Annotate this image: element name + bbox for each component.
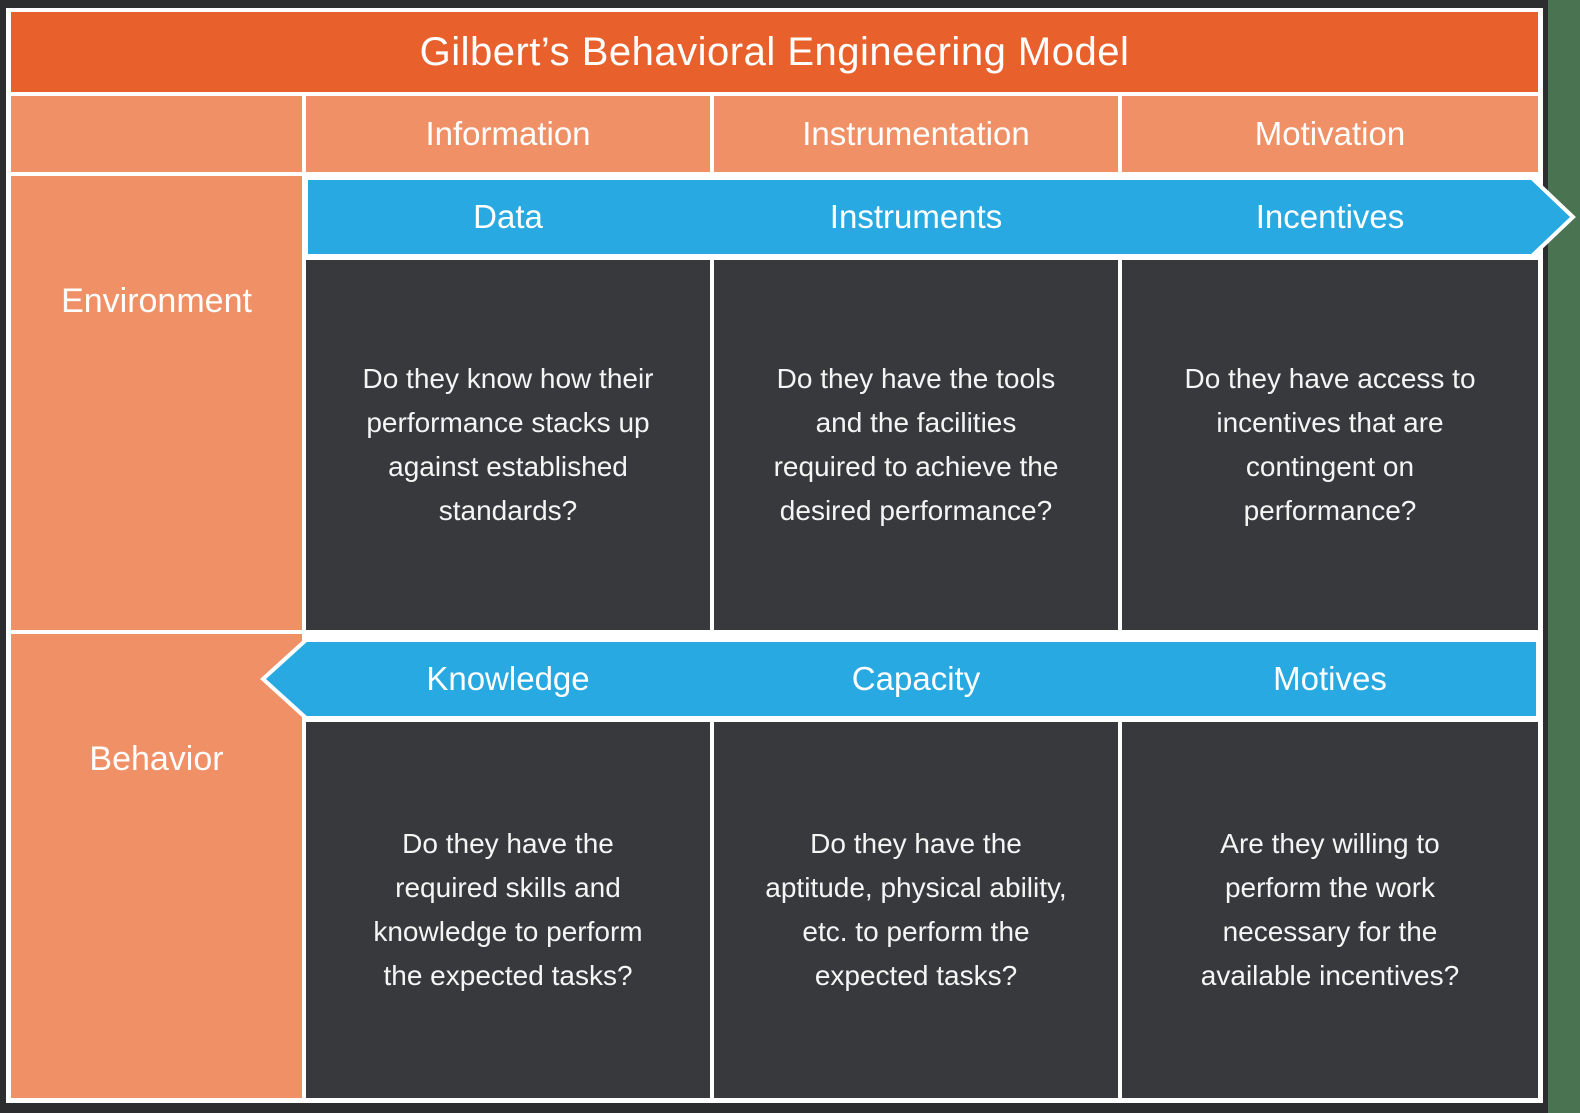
question-cell-capacity: Do they have the aptitude, physical abil…	[714, 722, 1118, 1098]
header-empty-cell	[11, 96, 302, 172]
row-label-behavior: Behavior	[11, 634, 302, 1098]
header-motivation: Motivation	[1122, 96, 1538, 172]
question-cell-knowledge: Do they have the required skills and kno…	[306, 722, 710, 1098]
header-information: Information	[306, 96, 710, 172]
question-cell-incentives: Do they have access to incentives that a…	[1122, 260, 1538, 630]
question-cell-data: Do they know how their performance stack…	[306, 260, 710, 630]
header-instrumentation: Instrumentation	[714, 96, 1118, 172]
diagram-title: Gilbert’s Behavioral Engineering Model	[11, 12, 1538, 92]
question-cell-instruments: Do they have the tools and the facilitie…	[714, 260, 1118, 630]
row-label-environment: Environment	[11, 176, 302, 630]
question-cell-motives: Are they willing to perform the work nec…	[1122, 722, 1538, 1098]
background-strip	[1548, 0, 1580, 1113]
